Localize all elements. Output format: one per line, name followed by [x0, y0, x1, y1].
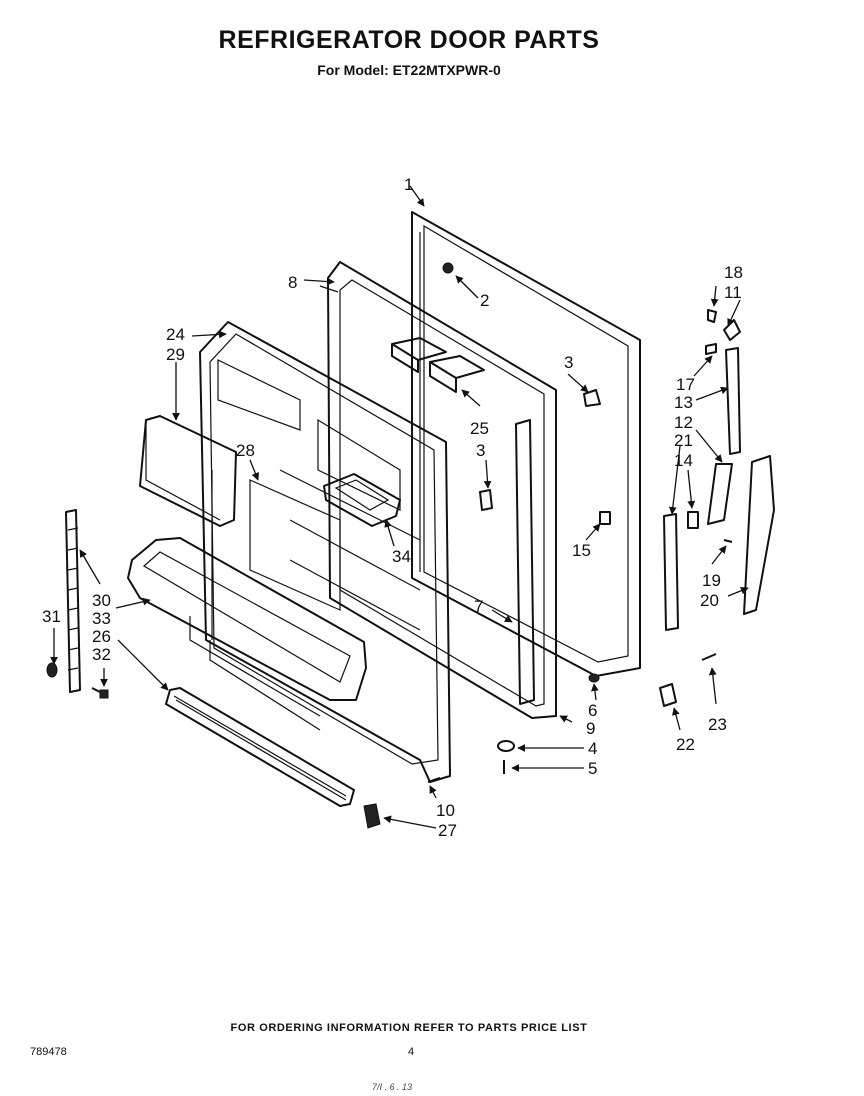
- leader-lines: [50, 185, 749, 829]
- callout-5: 5: [588, 759, 597, 778]
- callout-4: 4: [588, 739, 597, 758]
- inner-door-liner: [199, 321, 451, 783]
- bottom-mark: 7/I . 6 . 13: [372, 1082, 413, 1092]
- callout-18: 18: [724, 263, 743, 282]
- callout-3a: 3: [564, 353, 573, 372]
- grille-end-cap: [363, 803, 381, 829]
- callout-32: 32: [92, 645, 111, 664]
- hinge-assembly: [659, 309, 775, 707]
- callout-3b: 3: [476, 441, 485, 460]
- callout-1: 1: [404, 175, 413, 194]
- callout-14: 14: [674, 451, 693, 470]
- callout-30: 30: [92, 591, 111, 610]
- callout-15: 15: [572, 541, 591, 560]
- door-grille: [165, 687, 355, 807]
- screw-32: [91, 687, 109, 699]
- callout-9: 9: [586, 719, 595, 738]
- side-strip: [515, 419, 535, 705]
- callout-29: 29: [166, 345, 185, 364]
- callout-34: 34: [392, 547, 411, 566]
- callout-8: 8: [288, 273, 297, 292]
- callout-7: 7: [474, 597, 483, 616]
- callout-6: 6: [588, 701, 597, 720]
- callout-23: 23: [708, 715, 727, 734]
- callout-19: 19: [702, 571, 721, 590]
- callout-31: 31: [42, 607, 61, 626]
- door-stop-bar: [46, 509, 81, 693]
- upper-door-shelf: [139, 415, 237, 527]
- callout-10: 10: [436, 801, 455, 820]
- outer-door-panel: [411, 211, 641, 677]
- callout-22: 22: [676, 735, 695, 754]
- lower-door-bin: [127, 537, 367, 731]
- callout-21: 21: [674, 431, 693, 450]
- callout-28: 28: [236, 441, 255, 460]
- callout-33: 33: [92, 609, 111, 628]
- callout-17: 17: [676, 375, 695, 394]
- door-liner-frame: [319, 261, 557, 719]
- callout-2: 2: [480, 291, 489, 310]
- callout-24: 24: [166, 325, 185, 344]
- page-title: REFRIGERATOR DOOR PARTS: [218, 26, 600, 54]
- callout-20: 20: [700, 591, 719, 610]
- page-number: 4: [408, 1046, 415, 1058]
- callout-27: 27: [438, 821, 457, 840]
- callout-25: 25: [470, 419, 489, 438]
- model-subtitle: For Model: ET22MTXPWR-0: [317, 62, 501, 78]
- butter-compartment: [323, 473, 401, 527]
- hinge-hardware: [427, 262, 611, 783]
- breaker-pads: [391, 337, 485, 393]
- callout-labels: 1 2 8 18 11 24 29 3 25 17 13 12 21 14 28…: [42, 175, 743, 840]
- callout-11: 11: [724, 283, 742, 302]
- document-number: 789478: [30, 1046, 67, 1058]
- callout-12: 12: [674, 413, 693, 432]
- ordering-note: FOR ORDERING INFORMATION REFER TO PARTS …: [230, 1022, 588, 1034]
- callout-26: 26: [92, 627, 111, 646]
- callout-13: 13: [674, 393, 693, 412]
